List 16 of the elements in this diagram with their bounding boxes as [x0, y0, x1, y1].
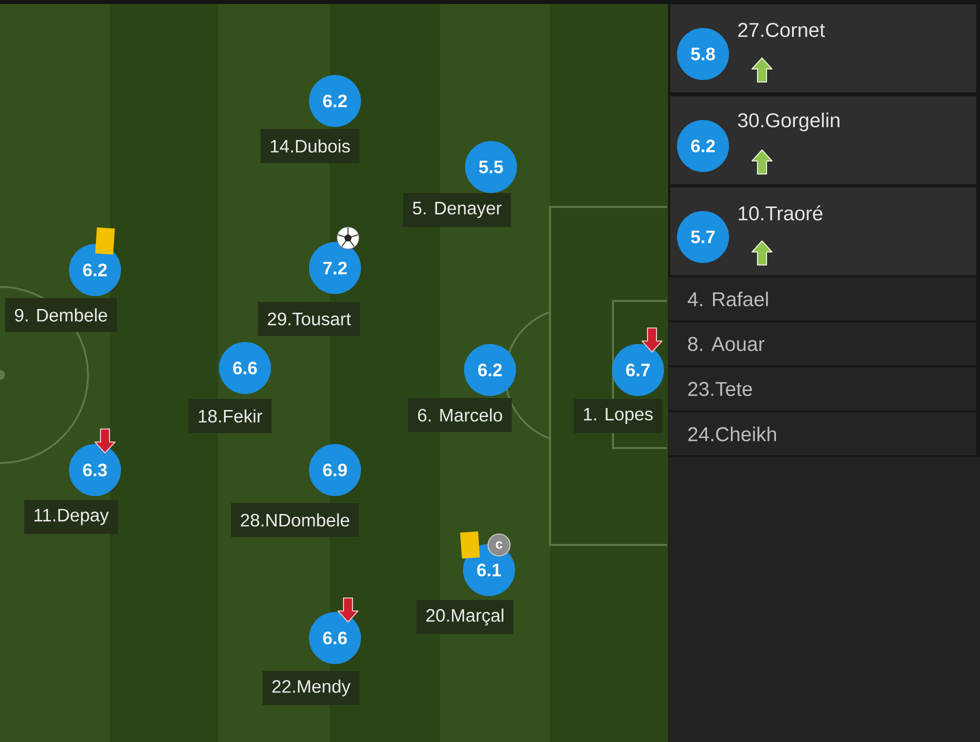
bench-row: 4. Rafael — [668, 277, 976, 320]
name-label: 11.Depay — [24, 500, 118, 534]
name-label: 9. Dembele — [5, 298, 117, 332]
name-label: 5. Denayer — [403, 193, 511, 227]
bench-row: 24.Cheikh — [668, 412, 976, 456]
name-label: 6. Marcelo — [408, 398, 512, 432]
bench-row: 23.Tete — [668, 367, 976, 410]
name-label: 18.Fekir — [188, 399, 272, 433]
name-label: 28.NDombele — [230, 503, 360, 537]
name-label: 29.Tousart — [258, 302, 360, 336]
name-label: 1. Lopes — [574, 399, 662, 433]
name-label: 20.Marçal — [416, 600, 514, 634]
captain-badge: c — [487, 533, 511, 557]
bench-row: 8. Aouar — [668, 322, 976, 366]
name-label: 22.Mendy — [262, 671, 360, 705]
name-label: 14.Dubois — [260, 129, 360, 163]
